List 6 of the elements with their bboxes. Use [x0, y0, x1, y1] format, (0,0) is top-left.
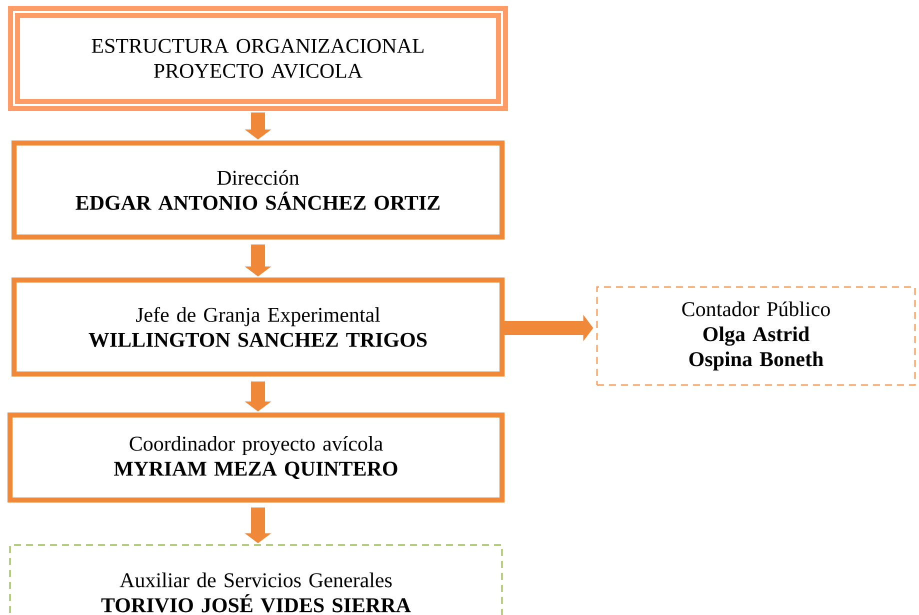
role-box: Contador Público Olga Astrid Ospina Boneth: [596, 286, 916, 386]
role-box: Jefe de Granja Experimental WILLINGTON SANCHEZ TRIGOS: [12, 278, 504, 376]
role-box: Coordinador proyecto avícola MYRIAM MEZA QUINTERO: [8, 412, 504, 502]
title-box: ESTRUCTURA ORGANIZACIONAL PROYECTO AVICOLA: [8, 6, 508, 111]
role-box: Auxiliar de Servicios Generales TORIVIO JOSÉ VIDES SIERRA: [9, 544, 503, 615]
role-box: Dirección EDGAR ANTONIO SÁNCHEZ ORTIZ: [12, 140, 504, 240]
